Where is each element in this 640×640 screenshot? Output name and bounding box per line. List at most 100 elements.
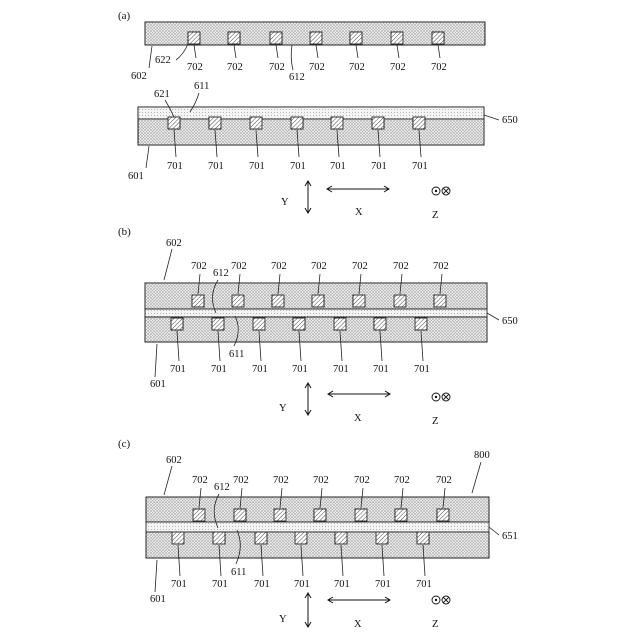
c-upper-pad — [274, 509, 286, 521]
b-lower-pad-label: 701 — [333, 364, 349, 375]
ref-622-label: 622 — [155, 55, 171, 66]
b-upper-pad — [272, 295, 284, 307]
a-upper-pad-label: 702 — [431, 62, 447, 73]
a-lower-pad — [413, 117, 425, 129]
a-lower-pad-label: 701 — [290, 161, 306, 172]
c-lower-pad-label: 701 — [375, 579, 391, 590]
b-y-axis-label: Y — [279, 403, 287, 414]
c-upper-pad — [193, 509, 205, 521]
b-lower-pad — [415, 318, 427, 330]
c-upper-pad — [437, 509, 449, 521]
a-upper-pad-label: 702 — [269, 62, 285, 73]
c-x-axis-label: X — [354, 619, 362, 630]
x-axis-label: X — [355, 207, 363, 218]
a-upper-pad — [228, 32, 240, 44]
b-lower-pad — [253, 318, 265, 330]
layer-650-leader — [484, 115, 499, 120]
b-layer-650 — [145, 309, 487, 317]
c-y-axis-label: Y — [279, 614, 287, 625]
b-upper-pad-label: 702 — [231, 261, 247, 272]
a-lower-pad — [291, 117, 303, 129]
b-x-axis-label: X — [354, 413, 362, 424]
y-axis-label: Y — [281, 197, 289, 208]
b-lower-substrate-601 — [145, 317, 487, 342]
c-lower-pad — [376, 532, 388, 544]
axes-a: Y X Z — [281, 181, 450, 221]
c-upper-pad — [395, 509, 407, 521]
a-upper-pad-leader — [194, 45, 196, 58]
a-upper-pad — [391, 32, 403, 44]
c-upper-pad — [234, 509, 246, 521]
c-upper-pad — [355, 509, 367, 521]
c-layer-651-leader — [489, 527, 499, 535]
a-lower-pad-label: 701 — [208, 161, 224, 172]
c-lower-pad — [213, 532, 225, 544]
axes-c: Y X Z — [279, 593, 450, 630]
c-y-axis-arrow — [305, 593, 311, 627]
ref-612-leader — [291, 45, 293, 70]
b-lower-pad — [374, 318, 386, 330]
a-upper-pad-leader — [234, 45, 236, 58]
ref-611-label: 611 — [194, 81, 209, 92]
upper-substrate-label: 602 — [131, 71, 147, 82]
c-assembly-leader — [472, 462, 481, 493]
a-upper-pad-leader — [397, 45, 399, 58]
c-upper-pad-label: 702 — [394, 475, 410, 486]
c-upper-pad-label: 702 — [273, 475, 289, 486]
a-upper-pad-label: 702 — [349, 62, 365, 73]
layer-650-label: 650 — [502, 115, 518, 126]
c-lower-pad — [255, 532, 267, 544]
layer-650 — [138, 107, 484, 119]
a-lower-pad — [372, 117, 384, 129]
b-z-axis-label: Z — [432, 416, 438, 427]
c-lower-pad — [417, 532, 429, 544]
a-lower-pad — [331, 117, 343, 129]
c-upper-pad-label: 702 — [354, 475, 370, 486]
b-upper-pad — [353, 295, 365, 307]
b-lower-pad-label: 701 — [252, 364, 268, 375]
c-lower-pad-label: 701 — [171, 579, 187, 590]
a-upper-pad — [432, 32, 444, 44]
a-upper-pad-leader — [438, 45, 440, 58]
c-lower-substrate-label: 601 — [150, 594, 166, 605]
a-lower-pad — [250, 117, 262, 129]
a-upper-pad-leader — [316, 45, 318, 58]
a-upper-pad-label: 702 — [390, 62, 406, 73]
c-lower-pad — [172, 532, 184, 544]
b-upper-substrate-leader — [164, 249, 172, 280]
c-upper-pad-label: 702 — [436, 475, 452, 486]
b-lower-pad-label: 701 — [170, 364, 186, 375]
c-upper-substrate-label: 602 — [166, 455, 182, 466]
upper-substrate-leader — [149, 46, 152, 68]
a-upper-pad — [188, 32, 200, 44]
b-z-out-dot — [435, 396, 437, 398]
b-lower-pad — [171, 318, 183, 330]
b-ref-612-label: 612 — [213, 268, 229, 279]
c-upper-pad — [314, 509, 326, 521]
c-upper-pad-label: 702 — [313, 475, 329, 486]
panel-c-label: (c) — [118, 438, 131, 450]
c-lower-pad-label: 701 — [212, 579, 228, 590]
z-axis-label: Z — [432, 210, 438, 221]
b-lower-pad-label: 701 — [414, 364, 430, 375]
b-upper-pad — [434, 295, 446, 307]
a-upper-pad-label: 702 — [309, 62, 325, 73]
b-lower-pad-label: 701 — [292, 364, 308, 375]
a-upper-pad — [310, 32, 322, 44]
b-lower-pad-label: 701 — [373, 364, 389, 375]
b-z-in-cross — [443, 394, 449, 400]
b-upper-pad-label: 702 — [191, 261, 207, 272]
c-z-in-cross — [443, 597, 449, 603]
panel-b-label: (b) — [118, 226, 131, 238]
a-upper-pad — [270, 32, 282, 44]
a-upper-pad — [350, 32, 362, 44]
b-upper-pad-label: 702 — [393, 261, 409, 272]
b-upper-pad-label: 702 — [352, 261, 368, 272]
b-lower-substrate-leader — [155, 344, 157, 377]
c-upper-substrate-leader — [164, 466, 172, 495]
panel-a-label: (a) — [118, 10, 131, 22]
b-upper-substrate-label: 602 — [166, 238, 182, 249]
z-out-dot — [435, 190, 437, 192]
axes-b: Y X Z — [279, 383, 450, 427]
c-x-axis-arrow — [328, 597, 390, 603]
